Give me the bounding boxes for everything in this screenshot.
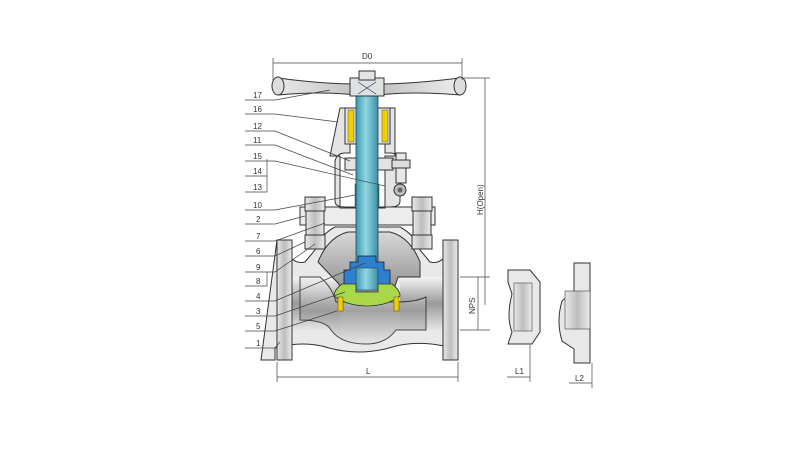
valve-body — [260, 226, 459, 361]
handwheel — [271, 70, 467, 97]
part-label: 8 — [256, 277, 261, 286]
part-label: 15 — [253, 152, 262, 161]
butt-weld-end-view — [507, 269, 541, 345]
part-label: 10 — [253, 201, 262, 210]
seat-right — [393, 296, 400, 312]
part-label: 1 — [256, 339, 261, 348]
bonnet-bolts — [304, 196, 433, 250]
part-label: 6 — [256, 247, 261, 256]
flange-right — [442, 239, 459, 361]
dim-nps: NPS — [468, 298, 477, 314]
part-label: 4 — [256, 292, 261, 301]
seat-left — [337, 296, 344, 312]
part-label: 12 — [253, 122, 262, 131]
flange-left — [276, 239, 293, 361]
part-label: 11 — [253, 136, 262, 145]
dim-l1: L1 — [515, 367, 524, 376]
part-label: 9 — [256, 263, 261, 272]
disc — [333, 283, 401, 307]
part-label: 2 — [256, 215, 261, 224]
part-label: 5 — [256, 322, 261, 331]
part-label: 7 — [256, 232, 261, 241]
handwheel-nut — [358, 70, 376, 81]
gland-eyebolt — [391, 152, 411, 197]
part-label: 16 — [253, 105, 262, 114]
yoke-bushing-right — [381, 109, 389, 143]
bonnet-yoke — [299, 107, 436, 226]
dim-d0: D0 — [362, 52, 373, 61]
stem — [355, 79, 379, 276]
dim-h-open: H(Open) — [476, 184, 485, 215]
flanged-end-view — [558, 262, 591, 364]
yoke-bushing-left — [347, 109, 355, 143]
dim-l2: L2 — [575, 374, 584, 383]
dim-l: L — [366, 367, 371, 376]
dimension-lines — [272, 58, 593, 388]
part-callouts — [245, 89, 386, 349]
part-label: 3 — [256, 307, 261, 316]
part-label: 13 — [253, 183, 262, 192]
part-label: 14 — [253, 167, 262, 176]
part-labels: 17 16 12 11 15 14 13 10 2 7 6 9 8 4 3 5 … — [253, 91, 262, 348]
part-label: 17 — [253, 91, 262, 100]
